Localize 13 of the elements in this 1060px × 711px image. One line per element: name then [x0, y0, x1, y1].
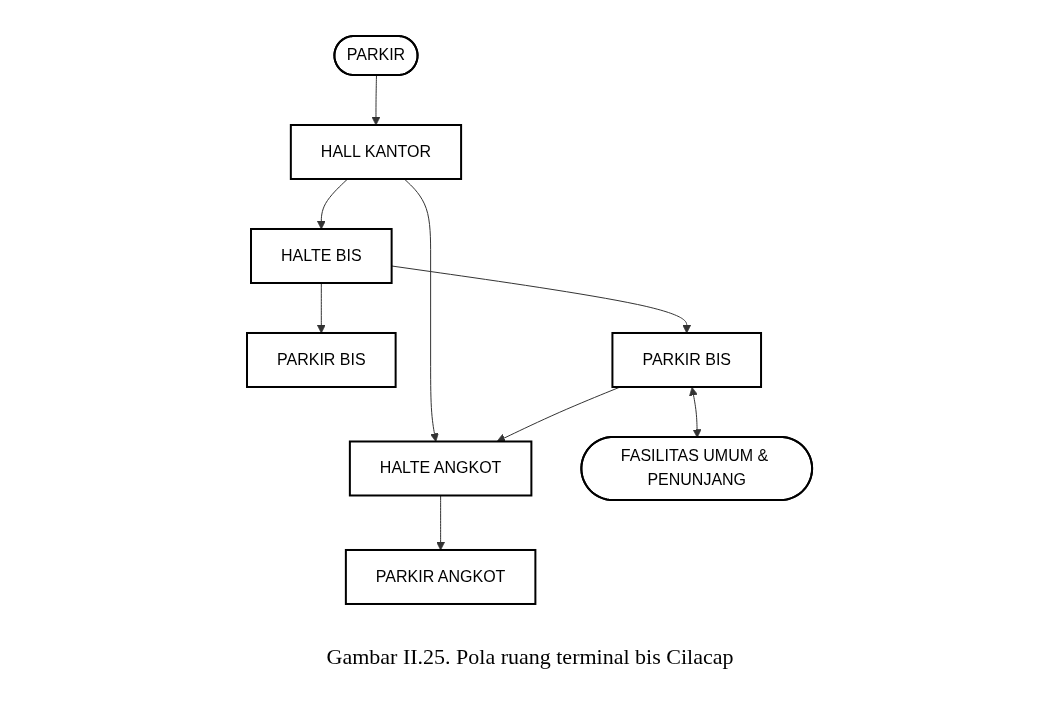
- figure-caption: Gambar II.25. Pola ruang terminal bis Cilacap: [325, 644, 735, 670]
- node-box: HALTE ANGKOT: [349, 440, 533, 497]
- node-box: HALL KANTOR: [290, 124, 463, 180]
- arrow: [404, 178, 440, 442]
- node-box: HALTE BIS: [250, 228, 394, 284]
- arrow: [689, 387, 702, 438]
- node-box: PARKIR BIS: [246, 332, 398, 388]
- node-box: PARKIR BIS: [611, 332, 763, 388]
- arrow: [317, 282, 327, 334]
- node-box: PARKIR ANGKOT: [345, 549, 537, 605]
- arrow: [317, 178, 349, 230]
- arrow: [372, 75, 381, 126]
- arrow: [436, 495, 446, 551]
